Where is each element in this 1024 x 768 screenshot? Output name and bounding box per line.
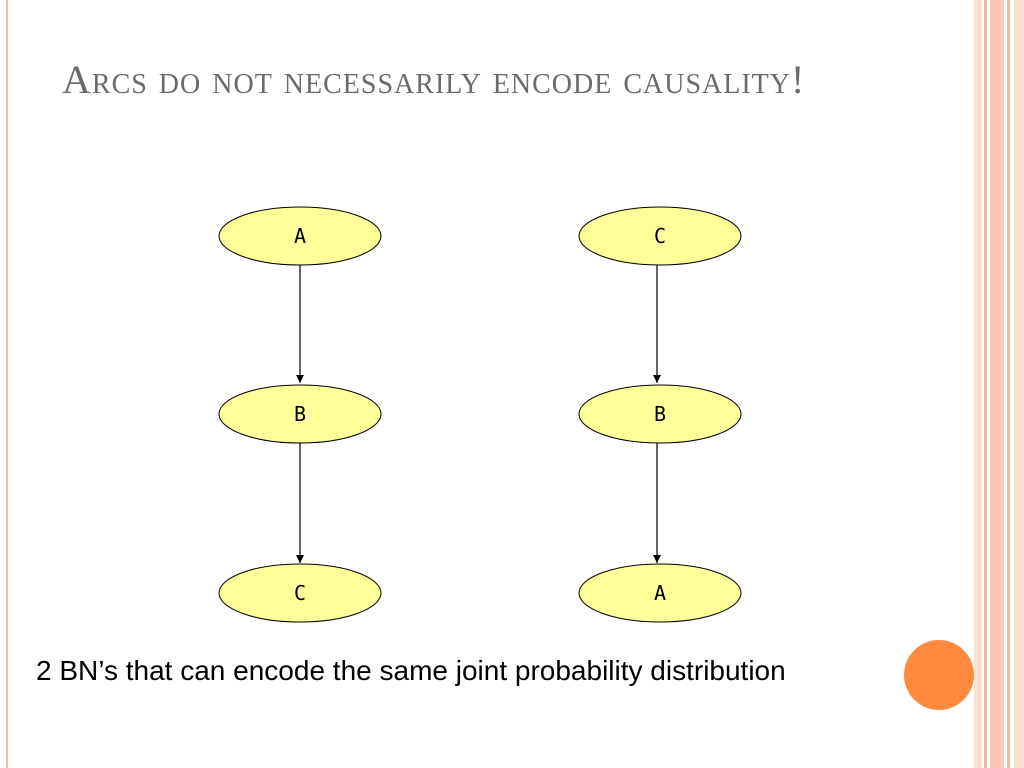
node-right-1-label: C bbox=[654, 224, 666, 248]
left-network: A B C bbox=[218, 206, 382, 623]
node-left-1: A bbox=[218, 206, 382, 266]
right-network: C B A bbox=[578, 206, 742, 623]
node-left-3-label: C bbox=[294, 581, 306, 605]
node-right-3: A bbox=[578, 563, 742, 623]
node-left-2: B bbox=[218, 384, 382, 444]
accent-circle bbox=[904, 640, 974, 710]
node-right-1: C bbox=[578, 206, 742, 266]
slide-frame-left bbox=[6, 0, 8, 768]
node-right-2: B bbox=[578, 384, 742, 444]
node-left-1-label: A bbox=[294, 224, 306, 248]
node-left-3: C bbox=[218, 563, 382, 623]
node-right-3-label: A bbox=[654, 581, 666, 605]
node-right-2-label: B bbox=[654, 402, 666, 426]
slide-frame-right bbox=[974, 0, 1024, 768]
slide-caption: 2 BN’s that can encode the same joint pr… bbox=[36, 655, 786, 686]
node-left-2-label: B bbox=[294, 402, 306, 426]
slide-title: Arcs do not necessarily encode causality… bbox=[62, 57, 806, 102]
